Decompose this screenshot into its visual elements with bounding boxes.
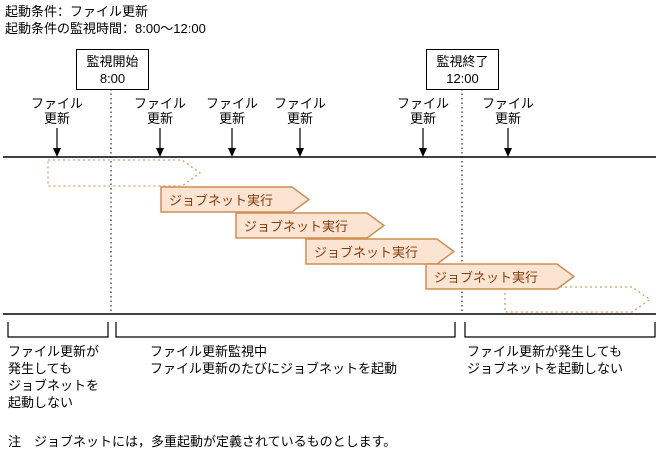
jobnet-run-label-1: ジョブネット実行 [169,193,274,208]
file-update-arrow-1 [53,128,61,157]
jobnet-run-banner-shape [425,263,576,290]
file-update-arrow-2 [156,128,164,157]
file-update-label-3: ファイル 更新 [205,96,258,126]
jobnet-run-banner-1: ジョブネット実行 [160,186,311,213]
file-update-arrow-6 [504,128,512,157]
jobnet-run-banner-3: ジョブネット実行 [305,238,456,265]
file-update-label-4: ファイル 更新 [273,96,326,126]
caption-during-monitoring: ファイル更新監視中 ファイル更新のたびにジョブネットを起動 [150,344,398,376]
footnote: 注 ジョブネットには，多重起動が定義されているものとします。 [8,434,397,449]
file-update-label-1: ファイル 更新 [30,96,83,126]
jobnet-run-banner-shape [305,238,456,265]
jobnet-run-banner-2: ジョブネット実行 [235,212,386,239]
header-monitor-window-line: 起動条件の監視時間：8:00～12:00 [5,21,206,36]
monitor-end-box: 監視終了 12:00 [426,49,499,90]
file-update-arrow-4 [296,128,304,157]
caption-before-start: ファイル更新が 発生しても ジョブネットを 起動しない [8,344,100,410]
jobnet-run-banner-shape [235,212,386,239]
jobnet-run-label-3: ジョブネット実行 [314,245,419,260]
ghost-jobnet-after-end [504,286,652,313]
jobnet-run-label-2: ジョブネット実行 [244,219,349,234]
monitor-end-time: 12:00 [446,70,479,86]
jobnet-run-label-4: ジョブネット実行 [434,270,539,285]
ghost-jobnet-before-start [47,159,202,187]
monitor-start-box: 監視開始 8:00 [76,49,149,90]
bracket-during-monitoring [115,322,456,338]
monitor-start-label: 監視開始 [86,53,139,69]
header-condition-line: 起動条件：ファイル更新 [5,4,149,19]
file-update-arrow-5 [419,128,427,157]
jobnet-run-banner-shape [160,186,311,213]
bracket-after-end [464,322,656,338]
bracket-before-start [7,322,109,338]
monitor-start-time: 8:00 [99,70,126,86]
file-update-label-6: ファイル 更新 [481,96,534,126]
jobnet-run-banner-4: ジョブネット実行 [425,263,576,290]
file-update-label-5: ファイル 更新 [396,96,449,126]
file-update-arrow-3 [228,128,236,157]
caption-after-end: ファイル更新が発生しても ジョブネットを起動しない [467,344,624,376]
file-update-label-2: ファイル 更新 [133,96,186,126]
monitor-end-label: 監視終了 [436,53,489,69]
